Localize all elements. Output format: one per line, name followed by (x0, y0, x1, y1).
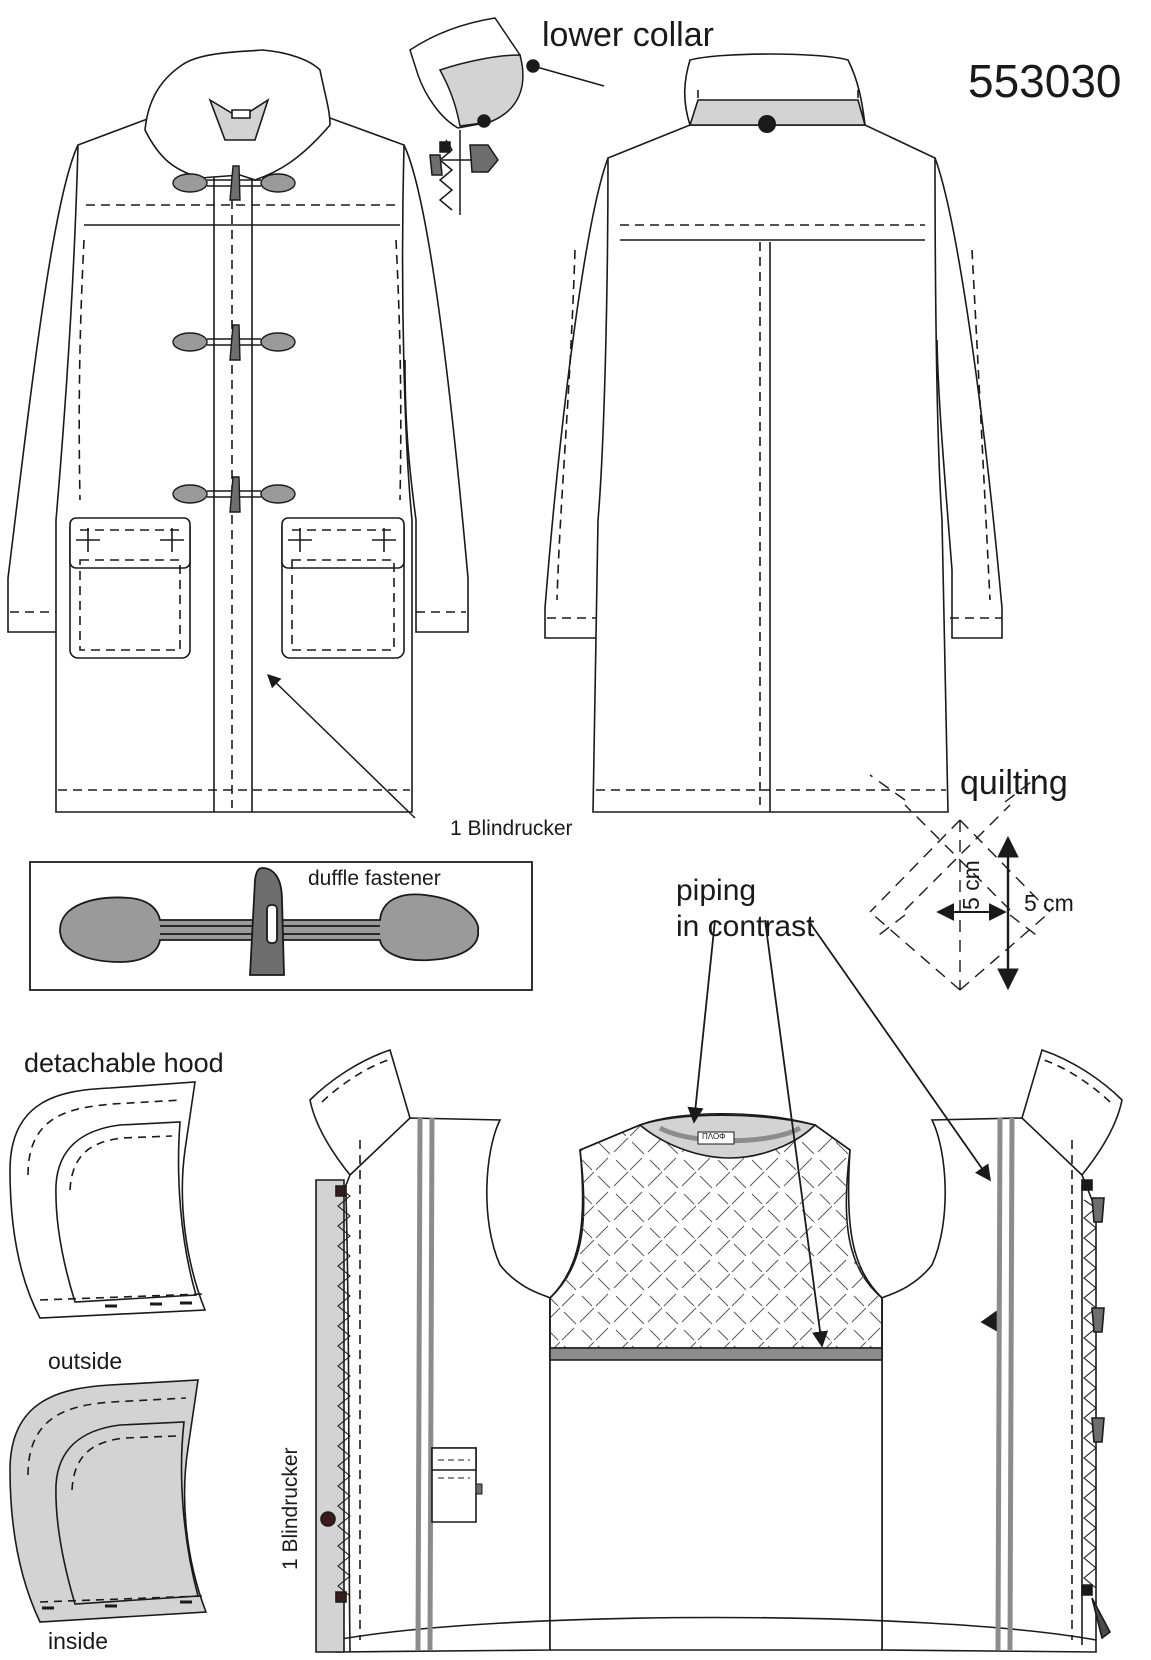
back-right-sleeve (935, 158, 1002, 638)
front-right-pocket (282, 518, 404, 658)
article-number: 553030 (968, 55, 1122, 107)
back-view (545, 54, 1002, 812)
quilting-label: quilting (960, 764, 1068, 802)
front-left-pocket (70, 518, 190, 658)
snap-button-icon (321, 1512, 335, 1526)
hood-inside (10, 1380, 206, 1622)
duffle-fastener-box (30, 862, 532, 990)
quilting-dimension-vertical: 5 cm (958, 860, 984, 910)
piping-arrows (687, 920, 991, 1348)
quilting-diagram (870, 775, 1050, 990)
quilting-dimension-horizontal: 5 cm (1024, 890, 1074, 916)
lower-collar-detail (410, 18, 604, 215)
hood-outside (10, 1082, 205, 1318)
duffle-toggle-icon (173, 166, 295, 200)
front-view (8, 50, 468, 812)
neck-label-tag: ΠΛΟΦ (702, 1132, 726, 1141)
detachable-hood-label: detachable hood (24, 1048, 224, 1078)
blindrucker-inside-label: 1 Blindrucker (279, 1447, 302, 1570)
inside-view (310, 1050, 1122, 1652)
piping-label-line1: piping (676, 874, 757, 907)
inner-pocket (432, 1448, 482, 1522)
snap-button-icon (758, 115, 776, 133)
duffle-toggle-icon (173, 325, 295, 360)
front-body (56, 118, 412, 812)
hood-outside-label: outside (48, 1348, 123, 1374)
duffle-toggle-icon (173, 477, 295, 512)
hood-inside-label: inside (48, 1628, 109, 1654)
blindrucker-arrow (267, 674, 415, 818)
blindrucker-front-label: 1 Blindrucker (450, 817, 573, 840)
duffle-fastener-label: duffle fastener (308, 867, 441, 890)
lower-collar-label: lower collar (542, 16, 714, 54)
piping-label-line2: in contrast (676, 910, 815, 943)
front-right-sleeve (404, 145, 468, 632)
